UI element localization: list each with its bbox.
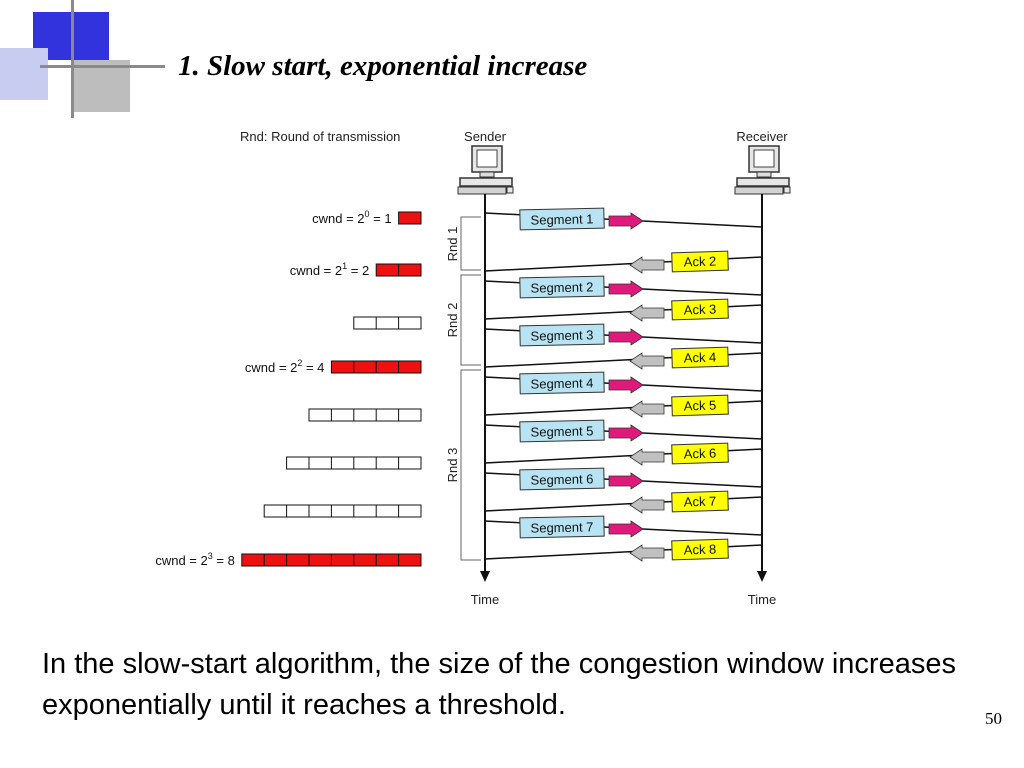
- round-label-2: Rnd 2: [445, 303, 460, 338]
- round-label-3: Rnd 3: [445, 448, 460, 483]
- segment-label: Segment 6: [530, 471, 593, 487]
- page-number: 50: [985, 709, 1002, 728]
- segment-box: [519, 207, 605, 231]
- ack-label: Ack 6: [684, 445, 717, 461]
- ack-arrow-icon: [629, 304, 665, 322]
- cwnd-label: cwnd = 21 = 2: [290, 261, 369, 278]
- legend-text: Rnd: Round of transmission: [240, 129, 400, 144]
- segment-arrow-icon: [608, 376, 644, 394]
- deco-vertical-bar: [71, 0, 74, 118]
- segment-arrow-icon: [608, 424, 644, 442]
- cwnd-window: [398, 211, 422, 225]
- segment-box: [519, 275, 605, 299]
- ack-box: [671, 250, 729, 273]
- segment-label: Segment 3: [530, 327, 593, 343]
- ack-label: Ack 2: [684, 253, 717, 269]
- segment-arrow-icon: [608, 472, 644, 490]
- ack-label: Ack 8: [684, 541, 717, 557]
- segment-arrow-icon: [608, 520, 644, 538]
- sender-label: Sender: [464, 129, 507, 144]
- ack-arrow-icon: [629, 544, 665, 562]
- segment-label: Segment 5: [530, 423, 593, 439]
- ack-arrow-icon: [629, 448, 665, 466]
- slide-caption: In the slow-start algorithm, the size of…: [42, 648, 956, 721]
- receiver-computer-icon: [734, 145, 791, 195]
- ack-label: Ack 7: [684, 493, 717, 509]
- segment-box: [519, 467, 605, 491]
- deco-gray-square: [72, 60, 130, 112]
- segment-box: [519, 371, 605, 395]
- message-exchange: Segment 1 Segment 2 Segment 3 Segment 4 Segm…: [484, 207, 763, 562]
- segment-label: Segment 1: [530, 211, 593, 227]
- cwnd-windows: cwnd = 20 = 1 cwnd = 21 = 2 cwnd = 22 = 4 c…: [155, 209, 422, 568]
- ack-box: [671, 538, 729, 561]
- cwnd-label: cwnd = 22 = 4: [245, 358, 324, 375]
- ack-label: Ack 4: [684, 349, 717, 365]
- segment-label: Segment 2: [530, 279, 593, 295]
- ack-arrow-icon: [629, 496, 665, 514]
- ack-arrow-icon: [629, 352, 665, 370]
- cwnd-window: [353, 316, 422, 330]
- ack-box: [671, 490, 729, 513]
- ack-arrow-icon: [629, 400, 665, 418]
- deco-horizontal-bar: [40, 65, 165, 68]
- ack-arrow-icon: [629, 256, 665, 274]
- segment-arrow-icon: [608, 280, 644, 298]
- slide-title: 1. Slow start, exponential increase: [178, 50, 588, 82]
- segment-box: [519, 515, 605, 539]
- sender-time-label: Time: [471, 592, 499, 607]
- slow-start-diagram: Rnd: Round of transmission Sender Receiv…: [155, 129, 791, 607]
- round-bracket-2: [460, 274, 481, 366]
- receiver-time-label: Time: [748, 592, 776, 607]
- sender-time-arrowhead: [480, 571, 490, 582]
- segment-box: [519, 419, 605, 443]
- ack-box: [671, 442, 729, 465]
- sender-computer-icon: [457, 145, 514, 195]
- deco-light-square: [0, 48, 48, 100]
- ack-label: Ack 5: [684, 397, 717, 413]
- segment-label: Segment 7: [530, 519, 593, 535]
- round-bracket-3: [460, 369, 481, 561]
- ack-label: Ack 3: [684, 301, 717, 317]
- segment-arrow-icon: [608, 328, 644, 346]
- receiver-time-arrowhead: [757, 571, 767, 582]
- segment-label: Segment 4: [530, 375, 593, 391]
- cwnd-window: [263, 504, 422, 518]
- cwnd-label: cwnd = 20 = 1: [312, 209, 391, 226]
- round-label-1: Rnd 1: [445, 227, 460, 262]
- ack-box: [671, 298, 729, 321]
- ack-box: [671, 394, 729, 417]
- cwnd-window: [308, 408, 422, 422]
- segment-box: [519, 323, 605, 347]
- segment-arrow-icon: [608, 212, 644, 230]
- round-bracket-1: [460, 216, 481, 271]
- cwnd-label: cwnd = 23 = 8: [155, 551, 234, 568]
- ack-box: [671, 346, 729, 369]
- receiver-label: Receiver: [736, 129, 788, 144]
